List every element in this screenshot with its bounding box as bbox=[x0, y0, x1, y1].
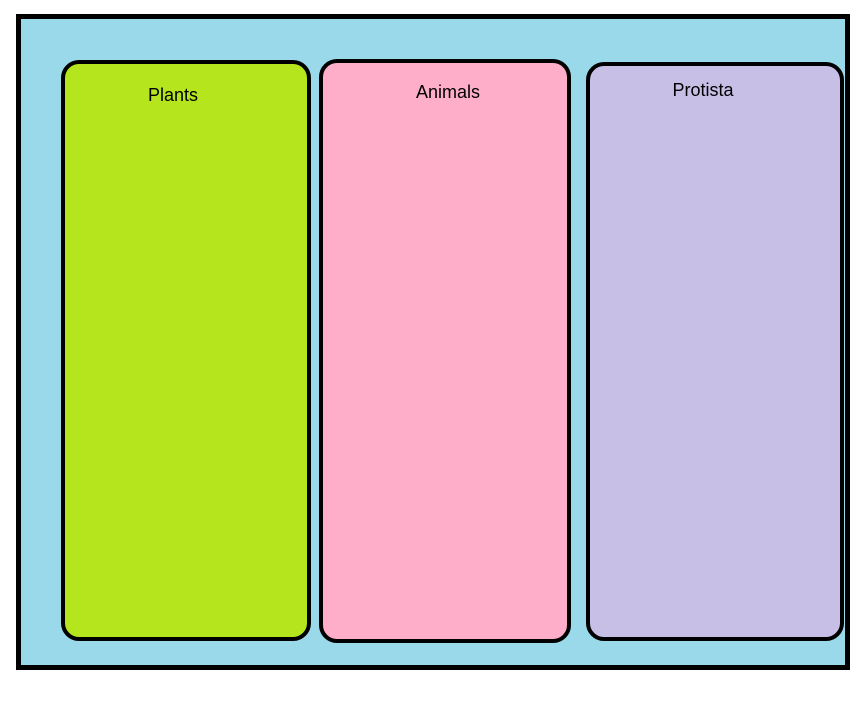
panel-plants: Plants bbox=[61, 60, 311, 641]
panel-plants-label: Plants bbox=[147, 85, 199, 105]
panel-animals: Animals bbox=[319, 59, 571, 643]
panel-protista: Protista bbox=[586, 62, 844, 641]
panel-animals-label: Animals bbox=[415, 82, 481, 102]
diagram-frame: Plants Animals Protista bbox=[16, 14, 850, 670]
panel-protista-label: Protista bbox=[672, 80, 734, 100]
